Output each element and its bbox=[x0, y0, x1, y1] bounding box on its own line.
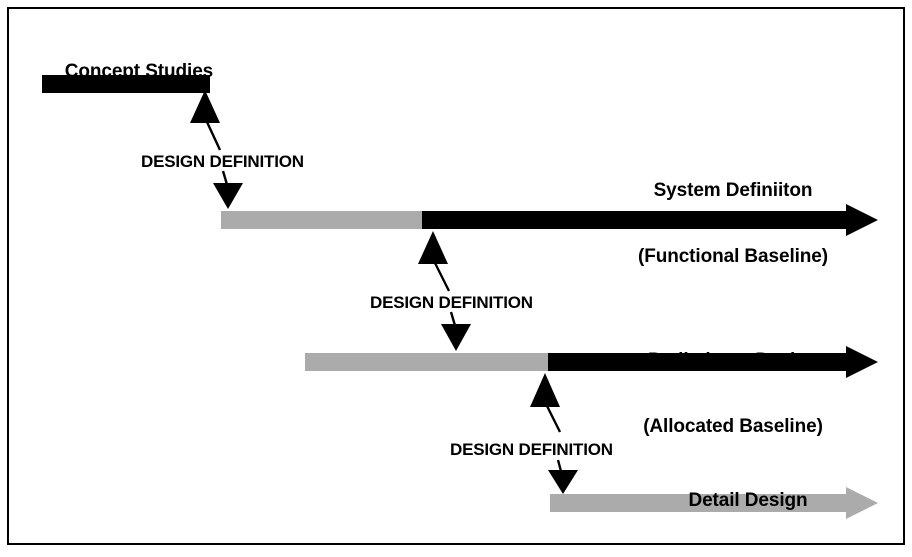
phase-title-preliminary-design-line2: (Allocated Baseline) bbox=[643, 416, 823, 437]
phase-title-detail-design-line1: Detail Design bbox=[688, 490, 808, 511]
phase-title-concept-studies: Concept Studies bbox=[44, 39, 214, 105]
bar-concept-studies bbox=[42, 75, 210, 93]
transition-2-down-arrow bbox=[441, 311, 471, 351]
transition-3-up-arrow bbox=[530, 373, 562, 433]
bar-detail-design-gray-segment bbox=[550, 494, 846, 512]
bar-system-definition-gray-segment bbox=[221, 211, 422, 229]
bar-system-definition-arrowhead bbox=[846, 204, 878, 236]
bar-preliminary-design-black-segment bbox=[548, 353, 846, 371]
transition-1-down-arrow bbox=[213, 170, 243, 209]
bar-detail-design-arrowhead bbox=[846, 487, 878, 519]
transition-1-label: DESIGN DEFINITION bbox=[141, 152, 304, 171]
bar-preliminary-design-gray-segment bbox=[305, 353, 548, 371]
diagram-border-frame bbox=[7, 7, 905, 545]
bar-system-definition-black-segment bbox=[422, 211, 846, 229]
phase-title-system-definition-line2: (Functional Baseline) bbox=[637, 246, 829, 267]
phase-title-system-definition: System Definiiton (Functional Baseline) bbox=[603, 136, 863, 312]
transition-1-up-arrow bbox=[190, 90, 222, 151]
transition-3-down-arrow bbox=[548, 459, 578, 494]
phase-title-preliminary-design-line1: Preliminary Design bbox=[647, 350, 819, 371]
phase-title-concept-studies-line1: Concept Studies bbox=[64, 61, 214, 82]
transition-2-label: DESIGN DEFINITION bbox=[370, 293, 533, 312]
transition-2-up-arrow bbox=[418, 231, 451, 292]
phase-title-detail-design: Detail Design (Product Baseline) bbox=[633, 446, 863, 557]
bar-preliminary-design-arrowhead bbox=[846, 346, 878, 378]
phase-title-system-definition-line1: System Definiiton bbox=[653, 180, 813, 201]
transition-3-label: DESIGN DEFINITION bbox=[450, 440, 613, 459]
phase-title-preliminary-design: Preliminary Design (Allocated Baseline) bbox=[603, 306, 863, 482]
